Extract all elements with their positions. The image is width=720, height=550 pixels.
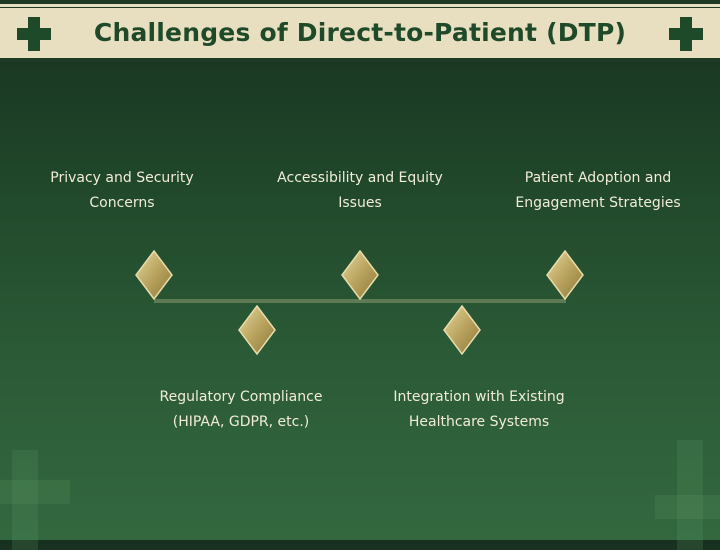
timeline-marker-accessibility: [341, 250, 379, 300]
background-cross-left: [0, 430, 70, 550]
timeline-marker-privacy: [135, 250, 173, 300]
header-top-border: [0, 0, 720, 4]
background-cross-right: [655, 440, 720, 550]
timeline-label-integration: Integration with Existing Healthcare Sys…: [393, 389, 565, 430]
page-title: Challenges of Direct-to-Patient (DTP): [93, 18, 627, 47]
header-top-thin-border: [0, 7, 720, 8]
timeline-label-privacy: Privacy and Security Concerns: [50, 170, 194, 211]
timeline-marker-adoption: [546, 250, 584, 300]
cross-icon: [17, 17, 51, 51]
timeline-marker-regulatory: [238, 305, 276, 355]
timeline-marker-integration: [443, 305, 481, 355]
header-bottom-border: [0, 58, 720, 62]
cross-icon: [669, 17, 703, 51]
timeline-line: [154, 299, 566, 303]
timeline-label-accessibility: Accessibility and Equity Issues: [277, 170, 443, 211]
header-band: Challenges of Direct-to-Patient (DTP): [0, 0, 720, 62]
timeline-label-adoption: Patient Adoption and Engagement Strategi…: [515, 170, 681, 211]
timeline-label-regulatory: Regulatory Compliance (HIPAA, GDPR, etc.…: [159, 389, 323, 430]
